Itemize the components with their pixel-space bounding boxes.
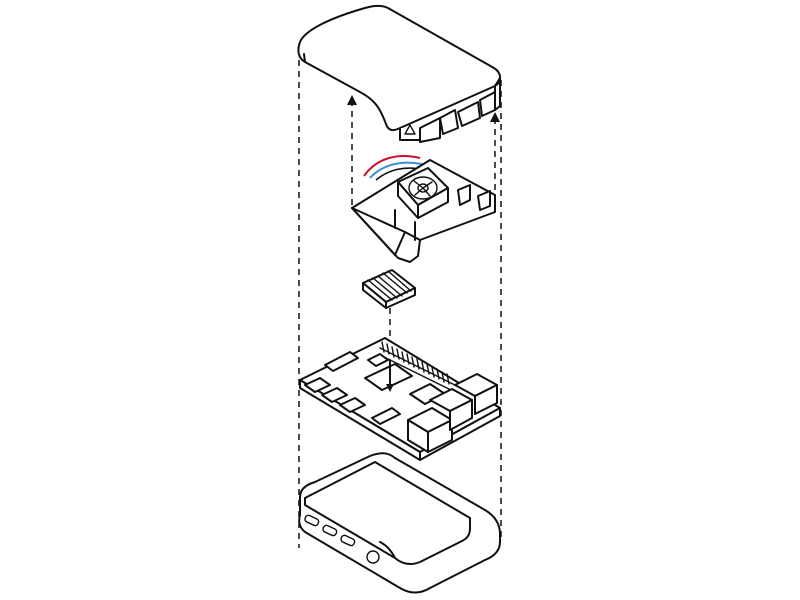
gpio-header xyxy=(381,341,450,385)
arrow-up-icon xyxy=(490,112,500,122)
port-usb-2 xyxy=(454,373,498,415)
triangle-mark-icon xyxy=(404,124,416,135)
case-lid xyxy=(297,4,502,143)
fan-icon xyxy=(397,167,449,219)
port-ethernet xyxy=(407,407,453,453)
chip xyxy=(324,351,359,372)
case-base xyxy=(298,452,501,594)
processor xyxy=(364,363,413,391)
heatsink xyxy=(362,269,416,309)
circuit-board xyxy=(299,337,501,461)
fan-assembly xyxy=(351,155,496,263)
arrow-down-icon xyxy=(386,384,394,392)
case-ports xyxy=(304,514,380,564)
up-arrows xyxy=(347,95,500,122)
wire-blue xyxy=(369,161,423,179)
heatsink-icon xyxy=(362,269,416,309)
wire-red xyxy=(363,155,421,177)
arrow-up-icon xyxy=(347,95,357,105)
port-usb-1 xyxy=(429,388,473,431)
